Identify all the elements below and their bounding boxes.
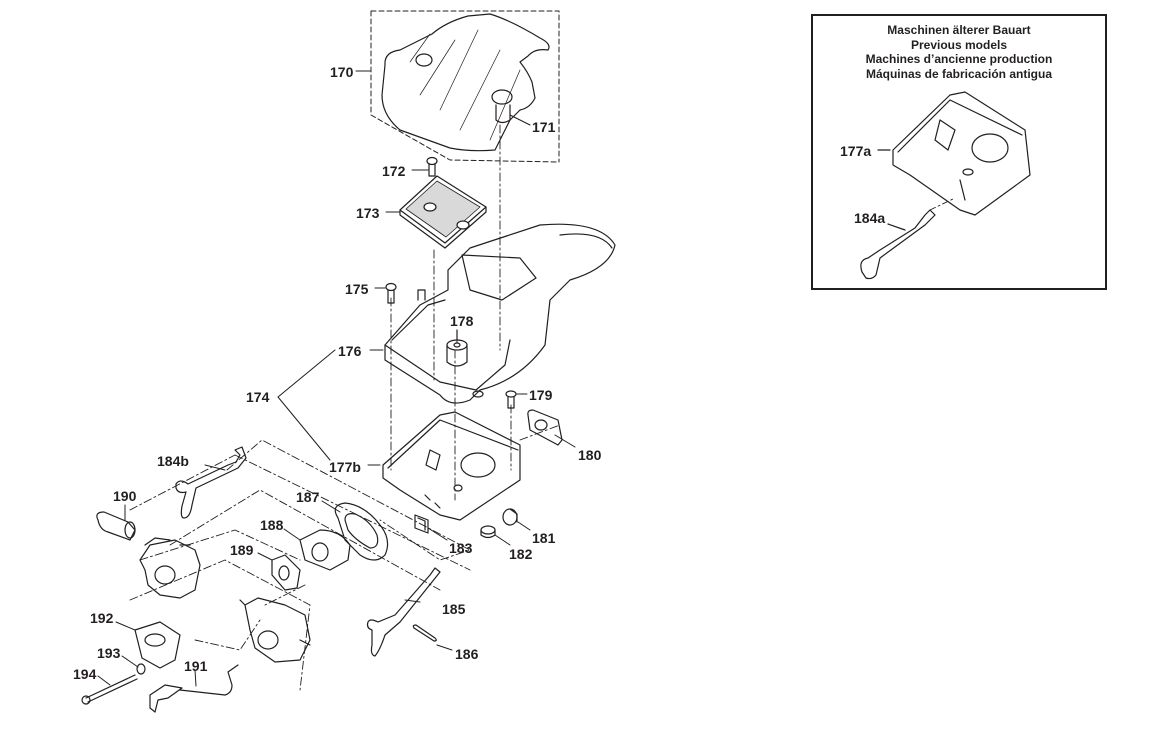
part-186-spring [412,624,437,642]
part-label-183: 183 [449,540,473,556]
part-185-lever [366,567,441,657]
inset-title-de: Maschinen älterer Bauart [887,23,1031,37]
part-label-187: 187 [296,489,320,505]
part-label-172: 172 [382,163,406,179]
part-label-177a: 177a [840,143,872,159]
part-180-gasket [527,409,563,446]
part-label-176: 176 [338,343,362,359]
part-label-170: 170 [330,64,354,80]
inset-title: Maschinen älterer Bauart Previous models… [813,23,1105,81]
part-carburetor-upper [139,537,201,599]
part-label-184b: 184b [157,453,189,469]
part-179-screw [505,390,517,409]
part-184b-lever [175,446,247,519]
inset-title-fr: Machines d’ancienne production [865,52,1053,66]
assembly-axis-lines [129,124,561,691]
part-173-filter [399,175,487,249]
part-183-block [414,514,429,534]
inset-title-es: Máquinas de fabricación antigua [865,66,1053,81]
part-190-tube [96,511,136,541]
part-label-184a: 184a [854,210,886,226]
part-label-174: 174 [246,389,270,405]
part-label-182: 182 [509,546,533,562]
part-172-screw [426,156,438,177]
part-191-bracket [149,664,239,713]
part-187-gasket [334,502,389,561]
part-176-housing [384,223,616,404]
part-170-filter-cover [370,10,560,163]
part-188-flange [299,529,351,571]
part-192-elbow [134,621,181,669]
part-label-188: 188 [260,517,284,533]
leader-lines [97,70,576,687]
part-193-washer [136,663,146,675]
previous-models-inset: Maschinen älterer Bauart Previous models… [811,14,1107,290]
part-label-179: 179 [529,387,553,403]
inset-title-en: Previous models [910,37,1008,52]
part-label-190: 190 [113,488,137,504]
part-label-171: 171 [532,119,556,135]
part-label-194: 194 [73,666,97,682]
part-label-180: 180 [578,447,602,463]
part-182-nut [480,525,496,539]
part-label-191: 191 [184,658,208,674]
part-label-193: 193 [97,645,121,661]
part-label-189: 189 [230,542,254,558]
part-label-173: 173 [356,205,380,221]
part-label-185: 185 [442,601,466,617]
part-label-177b: 177b [329,459,361,475]
part-181-cap [502,508,518,526]
part-175-screw [385,282,426,304]
part-189-gasket [271,554,301,591]
part-label-181: 181 [532,530,556,546]
part-label-192: 192 [90,610,114,626]
inset-drawing [860,91,1031,280]
part-194-long-screw [81,674,138,705]
part-177b-base [382,411,521,521]
part-label-178: 178 [450,313,474,329]
part-label-175: 175 [345,281,369,297]
part-carburetor-lower [239,597,311,663]
part-label-186: 186 [455,646,479,662]
